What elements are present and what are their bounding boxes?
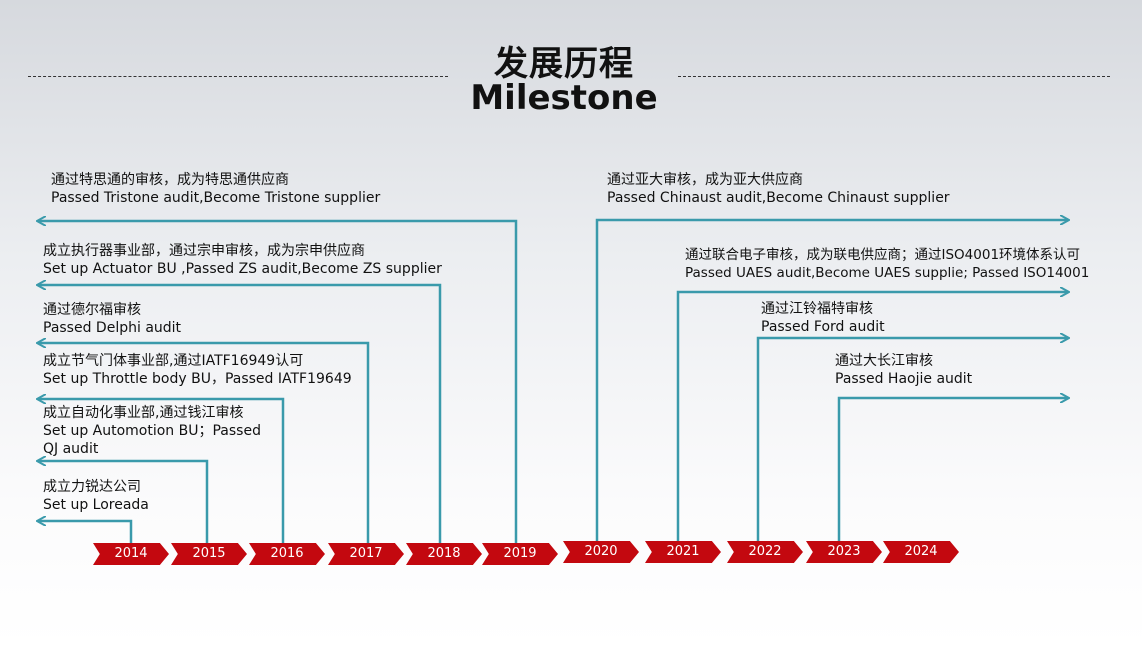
year-2024: 2024 — [883, 541, 959, 563]
event-en: Passed Haojie audit — [835, 371, 973, 387]
event-cn: 通过亚大审核，成为亚大供应商 — [607, 172, 803, 188]
page-title-english: Milestone — [470, 78, 658, 118]
event-en: Set up Actuator BU ,Passed ZS audit,Beco… — [43, 261, 442, 277]
connector-2022 — [756, 338, 1068, 544]
year-2017: 2017 — [328, 543, 404, 565]
connector-2015 — [38, 461, 209, 544]
page-title-chinese: 发展历程 — [494, 44, 634, 84]
dashed-divider-right — [678, 76, 1110, 77]
event-cn: 通过特思通的审核，成为特思通供应商 — [51, 172, 289, 188]
connector-2019 — [38, 221, 518, 544]
event-cn: 成立自动化事业部,通过钱江审核 — [43, 405, 244, 421]
event-2022-label: 通过江铃福特审核 Passed Ford audit — [761, 300, 885, 336]
event-2015-label: 成立自动化事业部,通过钱江审核 Set up Automotion BU；Pas… — [43, 404, 261, 458]
event-2017-label: 通过德尔福审核 Passed Delphi audit — [43, 301, 181, 337]
event-en: Passed UAES audit,Become UAES supplie; P… — [685, 265, 1090, 281]
year-2020: 2020 — [563, 541, 639, 563]
year-2018: 2018 — [406, 543, 482, 565]
event-en: Set up Loreada — [43, 497, 149, 513]
event-2014-label: 成立力锐达公司 Set up Loreada — [43, 478, 149, 514]
event-en: Passed Delphi audit — [43, 320, 182, 336]
event-cn: 成立力锐达公司 — [43, 479, 141, 495]
event-en-line2: QJ audit — [43, 441, 99, 457]
connector-2018 — [38, 285, 442, 544]
year-2014: 2014 — [93, 543, 169, 565]
year-2019: 2019 — [482, 543, 558, 565]
connector-2020 — [595, 220, 1068, 544]
event-2016-label: 成立节气门体事业部,通过IATF16949认可 Set up Throttle … — [43, 352, 352, 388]
event-en: Set up Throttle body BU，Passed IATF19649 — [43, 371, 352, 387]
dashed-divider-left — [28, 76, 448, 77]
connector-2023 — [837, 398, 1068, 544]
event-en: Passed Ford audit — [761, 319, 885, 335]
connector-2016 — [38, 399, 285, 544]
year-2022: 2022 — [727, 541, 803, 563]
year-2016: 2016 — [249, 543, 325, 565]
event-2021-label: 通过联合电子审核，成为联电供应商；通过ISO4001环境体系认可 Passed … — [685, 246, 1089, 282]
event-cn: 通过德尔福审核 — [43, 302, 141, 318]
event-cn: 通过大长江审核 — [835, 353, 933, 369]
event-2020-label: 通过亚大审核，成为亚大供应商 Passed Chinaust audit,Bec… — [607, 171, 950, 207]
event-cn: 成立节气门体事业部,通过IATF16949认可 — [43, 353, 304, 369]
event-2023-label: 通过大长江审核 Passed Haojie audit — [835, 352, 972, 388]
event-en: Set up Automotion BU；Passed — [43, 423, 261, 439]
event-2018-label: 成立执行器事业部，通过宗申审核，成为宗申供应商 Set up Actuator … — [43, 242, 442, 278]
event-cn: 成立执行器事业部，通过宗申审核，成为宗申供应商 — [43, 243, 365, 259]
event-en: Passed Chinaust audit,Become Chinaust su… — [607, 190, 950, 206]
event-en: Passed Tristone audit,Become Tristone su… — [51, 190, 381, 206]
year-2015: 2015 — [171, 543, 247, 565]
connector-2017 — [38, 343, 370, 544]
connector-2021 — [676, 292, 1068, 544]
year-2023: 2023 — [806, 541, 882, 563]
event-cn: 通过江铃福特审核 — [761, 301, 873, 317]
connector-2014 — [38, 521, 133, 544]
year-2021: 2021 — [645, 541, 721, 563]
event-cn: 通过联合电子审核，成为联电供应商；通过ISO4001环境体系认可 — [685, 247, 1081, 263]
event-2019-label: 通过特思通的审核，成为特思通供应商 Passed Tristone audit,… — [51, 171, 380, 207]
